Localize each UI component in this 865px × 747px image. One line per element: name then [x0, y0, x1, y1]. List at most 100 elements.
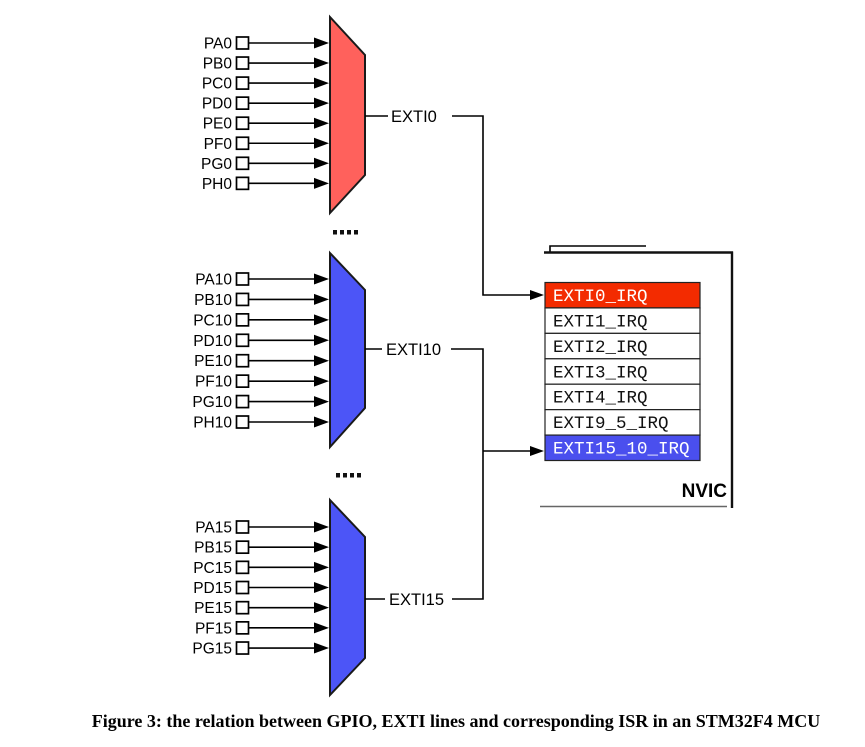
pin-label: PA0 [204, 36, 233, 53]
pin-pad-square [235, 353, 250, 368]
nvic-group: EXTI0_IRQEXTI1_IRQEXTI2_IRQEXTI3_IRQEXTI… [540, 245, 734, 508]
pin-pad-square [235, 580, 250, 595]
ellipsis-dot [333, 230, 337, 235]
pin-arrowhead-icon [314, 642, 329, 654]
nvic-label: NVIC [682, 481, 728, 502]
ellipsis-dot [350, 473, 354, 478]
pin-label: PC10 [193, 312, 232, 329]
pin-pad-square [235, 520, 250, 534]
exti10-output-connector: EXTI10 [365, 341, 544, 600]
pin-label: PG10 [192, 394, 232, 411]
pin-arrowhead-icon [314, 561, 329, 573]
ellipsis-dots-top [333, 230, 358, 235]
pin-pad-square [235, 641, 250, 655]
irq-row [544, 281, 701, 309]
pin-pad-square [235, 116, 250, 131]
ellipsis-dots-bottom [336, 473, 361, 478]
mux-exti0-shape [329, 14, 366, 216]
ellipsis-dot [354, 230, 358, 235]
pin-pad-square [235, 76, 250, 90]
pin-label: PC0 [202, 76, 233, 93]
figure-caption: Figure 3: the relation between GPIO, EXT… [92, 711, 821, 731]
pin-label: PA15 [195, 520, 232, 537]
nvic-irq-rows: EXTI0_IRQEXTI1_IRQEXTI2_IRQEXTI3_IRQEXTI… [544, 281, 701, 462]
pin-pad-square [235, 56, 250, 70]
pin-pad-square [235, 156, 250, 171]
pin-arrowhead-icon [314, 157, 329, 169]
pin-arrowhead-icon [314, 375, 329, 387]
nvic-box-notch [549, 245, 646, 252]
pin-pad-square [235, 415, 250, 429]
pin-label: PF10 [195, 374, 232, 391]
pin-arrowhead-icon [314, 177, 329, 189]
pin-pad-square [235, 36, 250, 50]
pin-label: PE10 [194, 353, 232, 370]
pin-label: PA10 [195, 272, 232, 289]
pin-pad-square [235, 540, 250, 555]
exti15-output-connector: EXTI15 [365, 591, 444, 609]
pin-pad-square [235, 272, 250, 286]
pin-pad-square [235, 176, 250, 191]
irq-row [544, 307, 701, 334]
irq-row-label: EXTI4_IRQ [553, 389, 648, 409]
irq-row [544, 332, 701, 360]
exti10-15-shared-wire [451, 348, 484, 600]
pin-arrowhead-icon [314, 57, 329, 69]
pin-label: PD15 [193, 580, 232, 597]
pin-label: PF0 [204, 136, 233, 153]
ellipsis-dot [343, 473, 347, 478]
pin-arrowhead-icon [314, 293, 329, 305]
pin-pad-square [235, 620, 250, 635]
irq-row [544, 409, 701, 436]
pin-pad-square [235, 333, 250, 348]
pin-arrowhead-icon [314, 314, 329, 326]
irq-row-label: EXTI15_10_IRQ [553, 440, 690, 460]
exti10-line-label: EXTI10 [386, 341, 441, 359]
exti0-line-label: EXTI0 [391, 108, 437, 126]
pin-arrowhead-icon [314, 396, 329, 408]
pin-arrowhead-icon [314, 355, 329, 367]
exti15-line-label: EXTI15 [389, 591, 444, 609]
pin-pad-square [235, 292, 250, 307]
ellipsis-dot [357, 473, 361, 478]
irq-row-label: EXTI9_5_IRQ [553, 414, 669, 434]
pin-arrowhead-icon [314, 582, 329, 594]
pin-pad-square [235, 313, 250, 327]
pin-label: PE0 [203, 116, 233, 133]
pin-label: PB0 [203, 56, 233, 73]
pin-arrowhead-icon [314, 77, 329, 89]
pin-arrowhead-icon [314, 602, 329, 614]
mux-exti10-shape [329, 250, 366, 450]
pin-pad-square [235, 394, 250, 409]
pin-label: PD0 [202, 96, 233, 113]
pin-arrowhead-icon [314, 622, 329, 634]
ellipsis-dot [340, 230, 344, 235]
pin-arrowhead-icon [314, 273, 329, 285]
exti0-arrowhead-icon [530, 290, 544, 300]
pin-label: PH10 [193, 415, 232, 432]
pin-arrowhead-icon [314, 97, 329, 109]
pin-arrowhead-icon [314, 416, 329, 428]
irq-row-label: EXTI1_IRQ [553, 312, 648, 332]
pin-arrowhead-icon [314, 334, 329, 346]
irq-row [544, 358, 701, 385]
pin-label: PG0 [201, 156, 232, 173]
pin-pad-square [235, 600, 250, 615]
pin-label: PH0 [202, 176, 233, 193]
pin-label: PB10 [194, 292, 232, 309]
exti0-output-connector: EXTI0 [365, 108, 544, 300]
ellipsis-dot [336, 473, 340, 478]
exti0-to-nvic-wire [452, 115, 538, 296]
pin-arrowhead-icon [314, 37, 329, 49]
pin-label: PC15 [193, 560, 232, 577]
pin-pad-square [235, 136, 250, 151]
irq-row-label: EXTI0_IRQ [553, 287, 648, 307]
pin-pad-square [235, 374, 250, 388]
pin-pad-square [235, 96, 250, 111]
